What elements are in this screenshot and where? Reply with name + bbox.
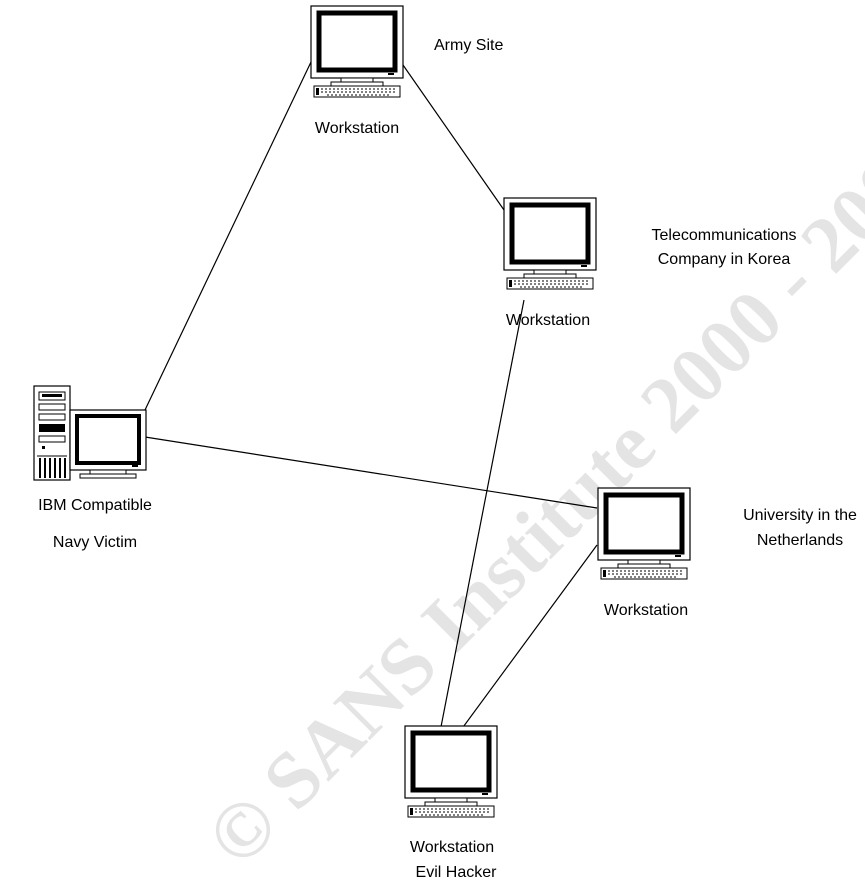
netherlands-device-label: Workstation bbox=[604, 602, 688, 619]
link-army-korea bbox=[402, 64, 505, 211]
workstation-icon bbox=[311, 6, 403, 97]
workstation-icon bbox=[504, 198, 596, 289]
korea-name-line1: Telecommunications bbox=[652, 227, 797, 244]
node-netherlands: Workstation University in the Netherland… bbox=[598, 488, 857, 619]
link-navy-army bbox=[144, 61, 312, 411]
node-korea: Workstation Telecommunications Company i… bbox=[504, 198, 796, 329]
hacker-name-label: Evil Hacker bbox=[416, 864, 498, 881]
netherlands-name-line2: Netherlands bbox=[757, 532, 843, 549]
netherlands-name-line1: University in the bbox=[743, 507, 857, 524]
connections bbox=[144, 61, 598, 769]
workstation-icon bbox=[598, 488, 690, 579]
pc-tower-icon bbox=[33, 385, 71, 481]
node-hacker: Workstation Evil Hacker bbox=[405, 726, 497, 881]
hacker-device-label: Workstation bbox=[410, 839, 494, 856]
korea-device-label: Workstation bbox=[506, 312, 590, 329]
monitor-icon bbox=[69, 409, 147, 479]
watermark-text: © SANS Institute 2000 - 2002, Author ret… bbox=[191, 0, 865, 883]
korea-name-line2: Company in Korea bbox=[658, 251, 791, 268]
node-army: Workstation Army Site bbox=[311, 6, 503, 137]
workstation-icon bbox=[405, 726, 497, 817]
army-name-label: Army Site bbox=[434, 37, 503, 54]
navy-device-label: IBM Compatible bbox=[38, 497, 152, 514]
navy-name-label: Navy Victim bbox=[53, 534, 137, 551]
link-korea-hacker bbox=[432, 299, 525, 769]
army-device-label: Workstation bbox=[315, 120, 399, 137]
watermark: © SANS Institute 2000 - 2002, Author ret… bbox=[191, 0, 865, 883]
link-navy-netherlands bbox=[144, 436, 598, 509]
node-navy: IBM Compatible Navy Victim bbox=[33, 385, 152, 551]
